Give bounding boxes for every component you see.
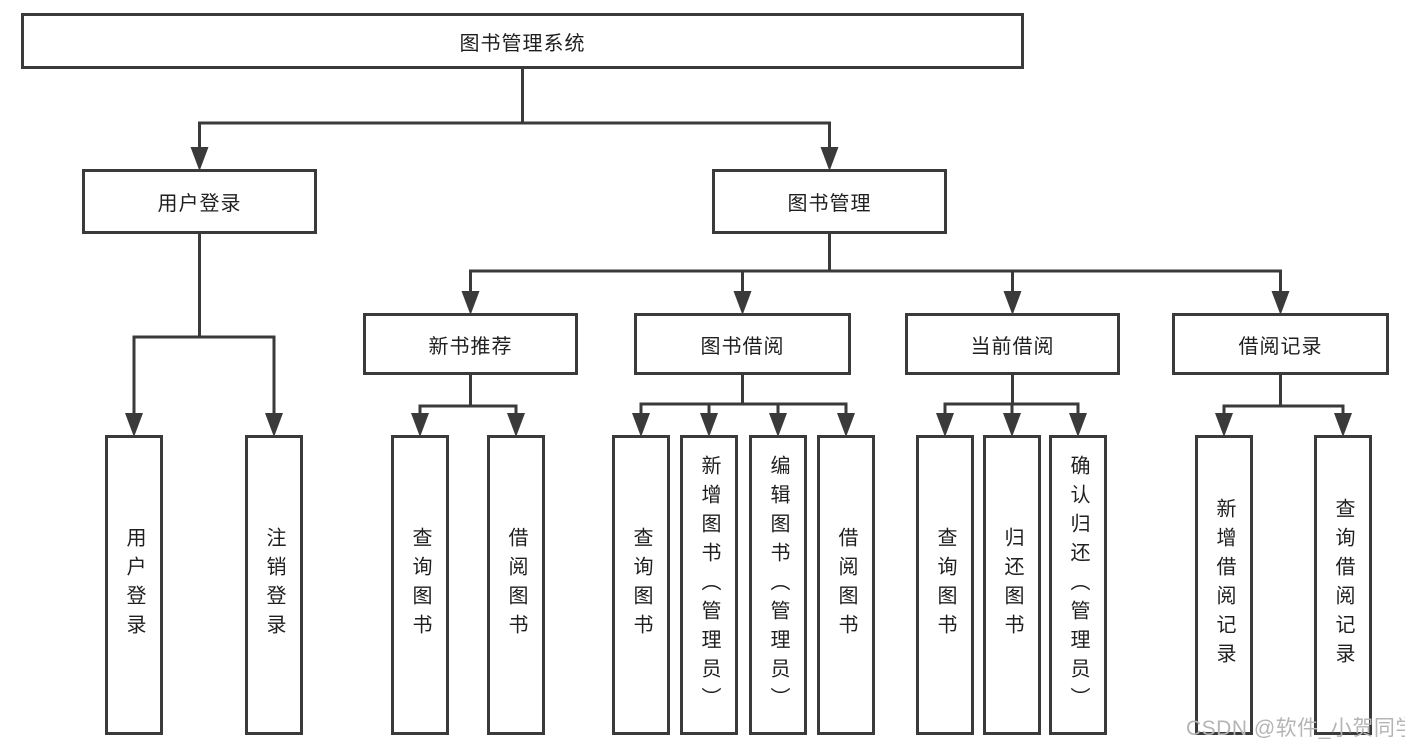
node-label-book-borrow: 图书借阅 — [700, 335, 785, 358]
node-leaf-bb-borrow: 借阅图书 — [817, 435, 875, 735]
arrowhead-icon — [733, 291, 752, 315]
arrowhead-icon — [769, 413, 787, 437]
node-leaf-bb-add: 新增图书（管理员） — [680, 435, 738, 735]
arrowhead-icon — [1271, 291, 1290, 315]
arrowhead-icon — [632, 413, 650, 437]
node-leaf-bb-edit: 编辑图书（管理员） — [749, 435, 807, 735]
node-leaf-nb-borrow: 借阅图书 — [487, 435, 545, 735]
node-label-leaf-logout: 注销登录 — [263, 527, 285, 643]
node-borrow-record: 借阅记录 — [1172, 313, 1389, 375]
node-leaf-cb-confirm: 确认归还（管理员） — [1049, 435, 1107, 735]
node-label-leaf-cb-confirm: 确认归还（管理员） — [1067, 454, 1089, 716]
arrowhead-icon — [1069, 413, 1087, 437]
arrowhead-icon — [1215, 413, 1233, 437]
arrowhead-icon — [1334, 413, 1352, 437]
arrowhead-icon — [1003, 413, 1021, 437]
node-label-leaf-nb-borrow: 借阅图书 — [505, 527, 527, 643]
node-new-book: 新书推荐 — [363, 313, 578, 375]
node-label-leaf-bb-add: 新增图书（管理员） — [698, 454, 720, 716]
node-book-borrow: 图书借阅 — [634, 313, 851, 375]
node-label-leaf-bb-borrow: 借阅图书 — [835, 527, 857, 643]
arrowhead-icon — [936, 413, 954, 437]
node-label-borrow-record: 借阅记录 — [1238, 335, 1323, 358]
node-current-borrow: 当前借阅 — [905, 313, 1120, 375]
node-label-leaf-bb-query: 查询图书 — [630, 527, 652, 643]
node-leaf-nb-query: 查询图书 — [391, 435, 449, 735]
node-label-leaf-br-query: 查询借阅记录 — [1332, 498, 1354, 672]
node-leaf-logout: 注销登录 — [245, 435, 303, 735]
arrowhead-icon — [411, 413, 429, 437]
node-label-leaf-cb-query: 查询图书 — [934, 527, 956, 643]
node-label-leaf-bb-edit: 编辑图书（管理员） — [767, 454, 789, 716]
arrowhead-icon — [1003, 291, 1022, 315]
arrowhead-icon — [265, 413, 283, 437]
node-label-book-mgmt: 图书管理 — [787, 193, 872, 215]
arrowhead-icon — [190, 147, 209, 171]
node-leaf-cb-query: 查询图书 — [916, 435, 974, 735]
node-label-leaf-cb-return: 归还图书 — [1001, 527, 1023, 643]
node-leaf-cb-return: 归还图书 — [983, 435, 1041, 735]
node-book-mgmt: 图书管理 — [712, 169, 947, 234]
arrowhead-icon — [820, 147, 839, 171]
node-label-user-login: 用户登录 — [157, 193, 242, 215]
arrowhead-icon — [837, 413, 855, 437]
node-leaf-bb-query: 查询图书 — [612, 435, 670, 735]
watermark: CSDN @软件_小贺同学 — [1186, 717, 1405, 740]
node-leaf-user-login: 用户登录 — [105, 435, 163, 735]
arrowhead-icon — [461, 291, 480, 315]
node-user-login: 用户登录 — [82, 169, 317, 234]
arrowhead-icon — [700, 413, 718, 437]
node-label-current-borrow: 当前借阅 — [970, 335, 1055, 358]
node-label-leaf-br-add: 新增借阅记录 — [1213, 498, 1235, 672]
arrowhead-icon — [125, 413, 143, 437]
arrowhead-icon — [507, 413, 525, 437]
node-leaf-br-add: 新增借阅记录 — [1195, 435, 1253, 735]
node-root: 图书管理系统 — [21, 13, 1024, 69]
node-label-new-book: 新书推荐 — [428, 335, 513, 358]
node-label-leaf-nb-query: 查询图书 — [409, 527, 431, 643]
node-label-leaf-user-login: 用户登录 — [123, 527, 145, 643]
node-leaf-br-query: 查询借阅记录 — [1314, 435, 1372, 735]
node-label-root: 图书管理系统 — [459, 32, 586, 55]
